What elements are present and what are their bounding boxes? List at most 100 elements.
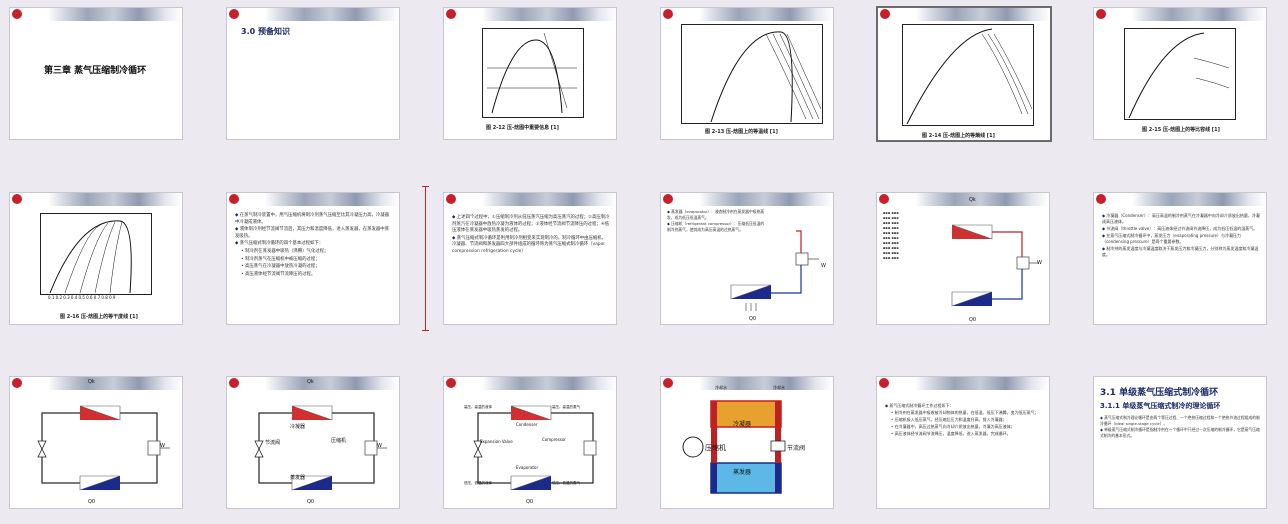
work-label: W [1037, 260, 1042, 266]
cycle-illustration [682, 400, 786, 494]
slide-body: ◆ 蒸发器（evaporator）：液态制冷剂在蒸发器中吸热蒸发，成为低压低温蒸… [667, 209, 767, 233]
slide-banner [10, 377, 182, 390]
section-heading: 3.1 单级蒸气压缩式制冷循环 [1100, 388, 1219, 398]
heat-label-qk: Qk [88, 379, 95, 385]
heat-label-q0: Q0 [749, 316, 757, 322]
university-logo-icon [12, 378, 22, 388]
bullet-subitem: • 高压液体经节流阀节流降压的过程。 [241, 271, 316, 277]
ph-diagram [1124, 28, 1236, 120]
slide-banner [10, 193, 182, 206]
ph-diagram [482, 28, 584, 118]
slide-thumbnail-14[interactable]: 冷凝器 蒸发器 压缩机 节流阀 Qk W Q0 [226, 376, 400, 509]
slide-body: ◆ 在蒸气制冷装置中，用气压缩机将制冷剂蒸气压缩至比其冷凝压力高，冷凝器中冷凝成… [235, 213, 393, 279]
ph-diagram [681, 24, 823, 124]
slide-banner [878, 8, 1050, 21]
slide-banner [227, 8, 399, 21]
slide-thumbnail-2[interactable]: 3.0 预备知识 [226, 7, 400, 140]
slide-thumbnail-9[interactable]: ◆ 上述四个过程中，①压缩制冷剂从低压蒸汽压缩为高压蒸汽的过程；②高压制冷剂蒸汽… [443, 192, 617, 325]
bullet-item: ◆ 冷凝器（Condenser）：高压高温的制冷剂蒸气在冷凝器中向冷却介质放出热… [1102, 213, 1260, 224]
bullet-item: ◆ 蒸气压缩式制冷循环的四个基本过程如下： [235, 241, 324, 247]
slide-thumbnail-6[interactable]: 图 2-15 压-焓图上的等比容线 [1] [1093, 7, 1267, 140]
bullet-item: ◆ 蒸气压缩式制冷循环是利用制冷剂相变来实现制冷的，制冷循环中由压缩机、冷凝器、… [452, 235, 607, 254]
bullet-item: ◆ 蒸气压缩式制冷理论循环是由两个等压过程、一个绝热压缩过程和一个绝热节流过程组… [1100, 415, 1260, 426]
evaporator-label: 蒸发器 [733, 469, 752, 476]
evaporator-label: Evaporator [516, 465, 539, 470]
cycle-diagram [473, 405, 597, 491]
isotherm-lines [710, 31, 821, 122]
heat-label-q0: Q0 [307, 499, 315, 505]
work-label: W [377, 443, 382, 449]
figure-caption: 图 2-14 压-焓图上的等熵线 [1] [922, 133, 995, 139]
slide-thumbnail-1[interactable]: 第三章 蒸气压缩制冷循环 [9, 7, 183, 140]
slide-thumbnail-10[interactable]: ◆ 蒸发器（evaporator）：液态制冷剂在蒸发器中吸热蒸发，成为低压低温蒸… [660, 192, 834, 325]
compressor-label: 压缩机 [331, 438, 347, 444]
slide-body: ◆ 蒸气压缩式制冷理论循环是由两个等压过程、一个绝热压缩过程和一个绝热节流过程组… [1100, 415, 1262, 439]
condenser-label: 冷凝器 [733, 421, 752, 428]
bullet-item: ◆ 上述四个过程中，①压缩制冷剂从低压蒸汽压缩为高压蒸汽的过程；②高压制冷剂蒸汽… [452, 215, 610, 234]
slide-banner [1094, 193, 1266, 206]
ph-diagram-curve [487, 32, 577, 114]
cycle-diagram [254, 405, 387, 491]
university-logo-icon [880, 9, 890, 19]
figure-caption: 图 2-12 压-焓图中重要信息 [1] [486, 125, 559, 131]
slide-body: ◆ 蒸气压缩式制冷循环工作过程如下： • 制冷剂在蒸发器中吸收被冷却物体的热量，… [885, 403, 1043, 438]
university-logo-icon [12, 9, 22, 19]
cooling-water-out-label: 冷却水 [773, 385, 785, 390]
cycle-diagram [37, 405, 170, 491]
university-logo-icon [879, 194, 889, 204]
heat-label-q0: Q0 [88, 499, 96, 505]
slide-thumbnail-11[interactable]: ▪▪▪ ▪▪▪▪▪▪ ▪▪▪▪▪▪ ▪▪▪▪▪▪ ▪▪▪▪▪▪ ▪▪▪▪▪▪ ▪… [876, 192, 1050, 325]
ph-diagram [902, 24, 1034, 126]
university-logo-icon [879, 378, 889, 388]
bullet-item: ◆ 压缩机（refrigerant compressor）：压缩低压低温的制冷剂… [667, 221, 765, 232]
slide-thumbnail-5[interactable]: 图 2-14 压-焓图上的等熵线 [1] [876, 6, 1052, 142]
university-logo-icon [229, 378, 239, 388]
slide-banner [661, 193, 833, 206]
slide-thumbnail-18[interactable]: 3.1 单级蒸气压缩式制冷循环 3.1.1 单级蒸气压缩式制冷的理论循环 ◆ 蒸… [1093, 376, 1267, 509]
bullet-subitem: • 压缩机吸入低压蒸气，经压缩后压力和温度升高，排入冷凝器； [891, 417, 1007, 422]
quality-labels: 0.1 0.2 0.3 0.4 0.5 0.6 0.7 0.8 0.9 [48, 295, 116, 300]
state-label-top-left: 高压、高温的液体 [464, 405, 492, 409]
slide-title: 3.0 预备知识 [241, 27, 290, 36]
bullet-item: ◆ 液体制冷剂经节流阀节流后，其压力和温度降低，进入蒸发器，在蒸发器中蒸发吸热。 [235, 227, 390, 239]
slide-thumbnail-12[interactable]: ◆ 冷凝器（Condenser）：高压高温的制冷剂蒸气在冷凝器中向冷却介质放出热… [1093, 192, 1267, 325]
slide-body-vertical: ▪▪▪ ▪▪▪▪▪▪ ▪▪▪▪▪▪ ▪▪▪▪▪▪ ▪▪▪▪▪▪ ▪▪▪▪▪▪ ▪… [883, 211, 899, 260]
slide-thumbnail-7[interactable]: 0.1 0.2 0.3 0.4 0.5 0.6 0.7 0.8 0.9 图 2-… [9, 192, 183, 325]
heat-label-q0: Q0 [969, 317, 977, 323]
bullet-item: ◆ 蒸气压缩式制冷循环工作过程如下： [885, 403, 954, 408]
bullet-subitem: • 制冷剂在蒸发器中吸收被冷却物体的热量，在低温、低压下沸腾，变为低压蒸气； [891, 410, 1039, 415]
insertion-cursor-cap-top [422, 186, 429, 187]
slide-thumbnail-16[interactable]: 压缩机 节流阀 冷凝器 蒸发器 冷却水 冷却水 [660, 376, 834, 509]
cooling-water-in-label: 冷却水 [715, 385, 727, 390]
bullet-subitem: • 在冷凝器中，高压过热蒸气向冷却介质放出热量，冷凝为高压液体； [891, 424, 1015, 429]
slide-banner [227, 193, 399, 206]
slide-banner [1094, 8, 1266, 21]
slide-thumbnail-15[interactable]: Condenser Evaporator Compressor Expansio… [443, 376, 617, 509]
slide-thumbnail-17[interactable]: ◆ 蒸气压缩式制冷循环工作过程如下： • 制冷剂在蒸发器中吸收被冷却物体的热量，… [876, 376, 1050, 509]
slide-thumbnail-4[interactable]: 图 2-13 压-焓图上的等温线 [1] [660, 7, 834, 140]
slide-banner [10, 8, 182, 21]
slide-banner [661, 377, 833, 390]
bullet-subitem: • 高压蒸气在冷凝器中放热冷凝的过程； [241, 264, 320, 270]
valve-label: Expansion Valve [480, 439, 513, 444]
university-logo-icon [663, 9, 673, 19]
slide-title: 第三章 蒸气压缩制冷循环 [44, 66, 147, 76]
slide-thumbnail-13[interactable]: Qk W Q0 [9, 376, 183, 509]
throttle-label: 节流阀 [787, 445, 806, 452]
university-logo-icon [1096, 9, 1106, 19]
work-label: W [160, 443, 165, 449]
isentrope-lines [906, 28, 1032, 124]
slide-banner [444, 8, 616, 21]
bullet-item: ◆ 节流阀（throttle valve）：高压液体经过节流阀节流降压，成为低压… [1102, 226, 1258, 231]
slide-thumbnail-8[interactable]: ◆ 在蒸气制冷装置中，用气压缩机将制冷剂蒸气压缩至比其冷凝压力高，冷凝器中冷凝成… [226, 192, 400, 325]
figure-caption: 图 2-16 压-焓图上的等干度线 [1] [60, 314, 138, 320]
slide-banner [877, 193, 1049, 206]
state-label-top-right: 高压、高温的蒸气 [552, 405, 580, 409]
slide-body: ◆ 冷凝器（Condenser）：高压高温的制冷剂蒸气在冷凝器中向冷却介质放出热… [1102, 213, 1260, 259]
slide-thumbnail-3[interactable]: 图 2-12 压-焓图中重要信息 [1] [443, 7, 617, 140]
university-logo-icon [446, 9, 456, 19]
work-label: W [821, 263, 826, 269]
isochore-lines [1128, 32, 1230, 118]
university-logo-icon [446, 378, 456, 388]
slide-banner [227, 377, 399, 390]
